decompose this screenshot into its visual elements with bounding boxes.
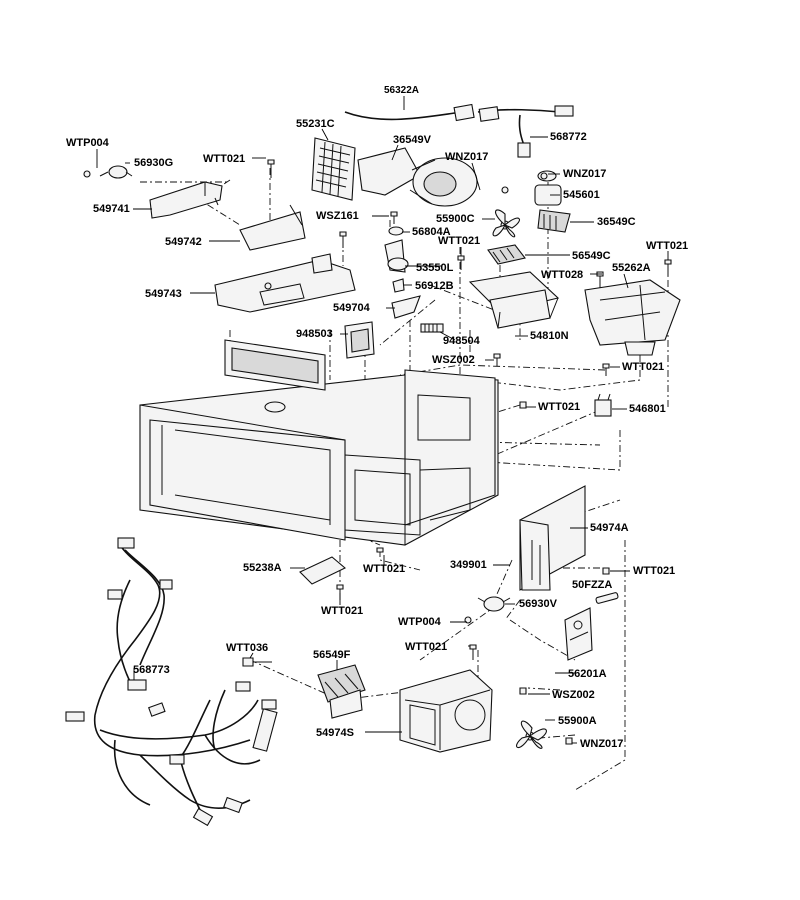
label-54974A: 54974A [590, 522, 629, 534]
label-56322A: 56322A [384, 85, 420, 96]
label-WTT021-d: WTT021 [622, 361, 665, 373]
label-56912B: 56912B [415, 280, 454, 292]
label-50FZZA: 50FZZA [572, 579, 613, 591]
panel-54974A [519, 485, 586, 591]
fan-55900C [492, 209, 521, 238]
label-WTP004-a: WTP004 [66, 137, 109, 149]
label-WNZ017-c: WNZ017 [580, 738, 624, 750]
motor-545601 [534, 170, 571, 233]
label-545601: 545601 [563, 189, 600, 201]
label-56549C: 56549C [572, 250, 611, 262]
label-WSZ161: WSZ161 [316, 210, 359, 222]
label-55262A: 55262A [612, 262, 651, 274]
label-56549F: 56549F [313, 649, 351, 661]
duct-54974S [399, 669, 493, 753]
label-549742: 549742 [165, 236, 202, 248]
label-WSZ002-b: WSZ002 [552, 689, 595, 701]
label-WTT021-h: WTT021 [321, 605, 364, 617]
label-36549V: 36549V [393, 134, 431, 146]
label-WTT021-f: WTT021 [363, 563, 406, 575]
label-WNZ017-a: WNZ017 [445, 151, 489, 163]
label-549704: 549704 [333, 302, 370, 314]
label-36549C: 36549C [597, 216, 636, 228]
label-948503: 948503 [296, 328, 333, 340]
label-55900A: 55900A [558, 715, 597, 727]
part-56201A [564, 607, 593, 661]
label-WTT021-e: WTT021 [538, 401, 581, 413]
label-WTT021-i: WTT021 [405, 641, 448, 653]
part-56804A [388, 226, 404, 236]
part-55238A [299, 556, 347, 585]
fuse-50FZZA [595, 592, 619, 604]
screws-top [267, 159, 672, 376]
label-54810N: 54810N [530, 330, 569, 342]
label-948504: 948504 [443, 335, 480, 347]
part-948503 [344, 321, 375, 359]
label-349901: 349901 [450, 559, 487, 571]
label-WNZ017-b: WNZ017 [563, 168, 607, 180]
wire-harness-56322A [344, 103, 574, 158]
label-53550L: 53550L [416, 262, 454, 274]
fan-55900A [516, 720, 547, 749]
label-56930G: 56930G [134, 157, 174, 169]
label-549741: 549741 [93, 203, 130, 215]
part-549704 [391, 295, 421, 319]
label-WTT021-a: WTT021 [203, 153, 246, 165]
screws-lower [242, 401, 610, 745]
label-54974S: 54974S [316, 727, 354, 739]
label-WTT021-b: WTT021 [438, 235, 481, 247]
label-WTP004-b: WTP004 [398, 616, 441, 628]
label-55900C: 55900C [436, 213, 475, 225]
label-56930V: 56930V [519, 598, 557, 610]
part-53550L [384, 239, 409, 273]
label-56804A: 56804A [412, 226, 451, 238]
label-568773: 568773 [133, 664, 170, 676]
leader-lines [96, 96, 669, 744]
part-546801 [594, 393, 612, 417]
blower-36549V [357, 147, 478, 207]
label-546801: 546801 [629, 403, 666, 415]
label-568772: 568772 [550, 131, 587, 143]
part-56912B [392, 278, 405, 293]
grille-55231C [311, 137, 356, 201]
label-WSZ002-a: WSZ002 [432, 354, 475, 366]
label-549743: 549743 [145, 288, 182, 300]
label-WTT036: WTT036 [226, 642, 269, 654]
cabinet-frame [139, 339, 499, 546]
plate-549742 [239, 204, 306, 251]
part-948504 [420, 323, 444, 333]
thermostat-56930G [83, 165, 133, 179]
label-WTT028: WTT028 [541, 269, 584, 281]
label-56201A: 56201A [568, 668, 607, 680]
thermostat-56930V [464, 596, 511, 624]
label-WTT021-c: WTT021 [646, 240, 689, 252]
plate-549743 [214, 253, 356, 313]
bracket-549741 [149, 181, 223, 219]
label-WTT021-g: WTT021 [633, 565, 676, 577]
bracket-54810N [468, 271, 560, 329]
part-56549C [487, 244, 526, 265]
label-55231C: 55231C [296, 118, 335, 130]
duct-55262A [584, 279, 681, 356]
label-55238A: 55238A [243, 562, 282, 574]
wiring-harness-568773 [65, 537, 278, 827]
part-56549F [317, 664, 366, 719]
